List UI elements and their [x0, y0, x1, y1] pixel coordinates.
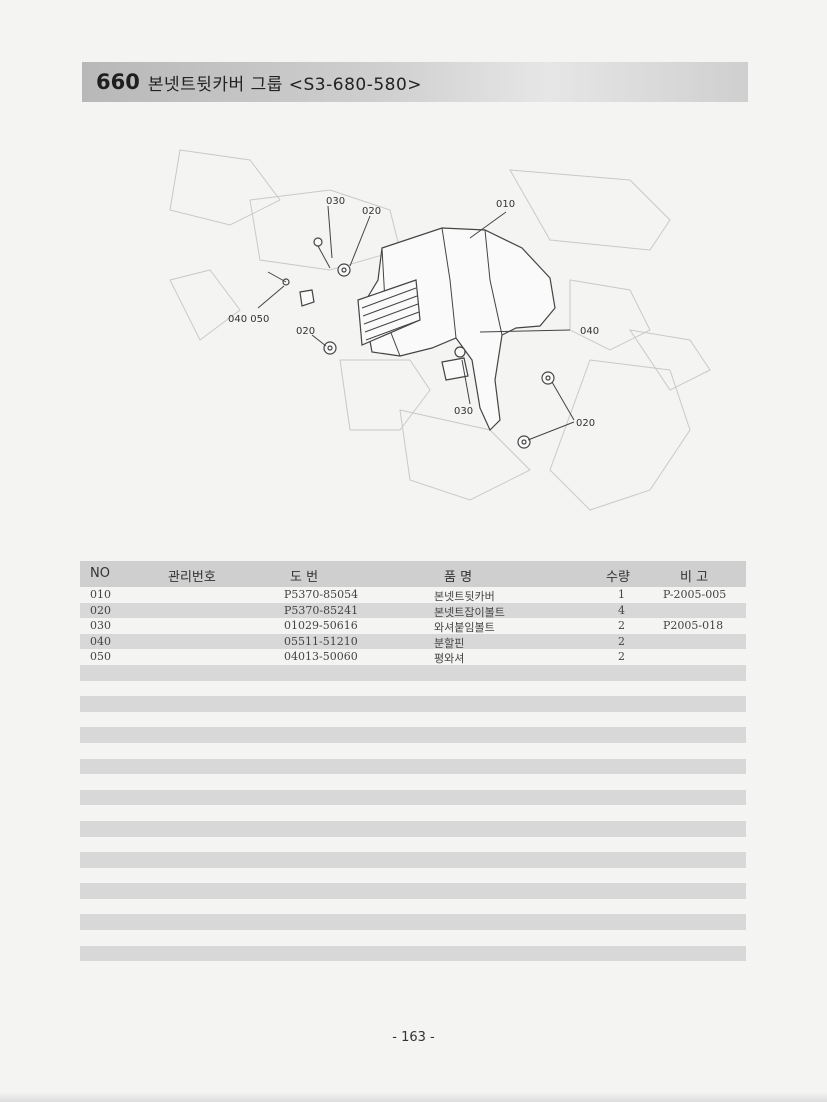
cell-note: P-2005-005: [663, 588, 727, 601]
header-part-name: 품 명: [444, 570, 473, 585]
empty-table-row: [80, 696, 746, 712]
cell-drawing-no: P5370-85054: [284, 588, 359, 601]
empty-table-row: [80, 758, 746, 775]
cell-no: 020: [90, 603, 111, 617]
cell-qty: 2: [618, 650, 625, 664]
empty-table-row: [80, 945, 746, 962]
cell-no: 050: [90, 650, 111, 664]
cell-drawing-no: 04013-50060: [284, 650, 358, 664]
header-note: 비 고: [680, 570, 709, 585]
vent-grille: [357, 279, 421, 346]
callout-020-right: 020: [576, 418, 595, 429]
header-mgmt-no: 관리번호: [168, 570, 216, 585]
empty-table-row: [80, 914, 746, 931]
cell-qty: 4: [618, 603, 625, 617]
callout-020-top: 020: [362, 206, 381, 217]
cell-drawing-no: P5370-85241: [284, 603, 359, 617]
header-drawing-no: 도 번: [290, 570, 319, 585]
ghost-assembly-outline: [169, 149, 711, 511]
empty-table-rows: [80, 664, 746, 977]
empty-table-row: [80, 789, 746, 806]
section-title-bar: 660 본넷트뒷카버 그룹 <S3-680-580>: [82, 62, 748, 102]
callout-030-bottom: 030: [454, 406, 473, 417]
cell-drawing-no: 05511-51210: [284, 634, 358, 648]
cell-qty: 1: [618, 588, 625, 601]
page-number: - 163 -: [392, 1030, 435, 1045]
group-title: 본넷트뒷카버 그룹 <S3-680-580>: [147, 74, 423, 95]
callout-030-top: 030: [326, 196, 345, 207]
cell-part-name: 와셔붙임볼트: [434, 621, 495, 635]
table-header: NO 관리번호 도 번 품 명 수량 비 고: [80, 561, 746, 587]
leader-lines: [257, 205, 575, 441]
empty-table-row: [80, 852, 746, 868]
empty-table-row: [80, 930, 746, 946]
cell-qty: 2: [618, 619, 625, 633]
empty-table-row: [80, 899, 746, 915]
callout-labels: 030 020 010 040 050 020 040 030 020: [228, 196, 599, 429]
group-number: 660: [96, 70, 140, 94]
cell-no: 030: [90, 619, 111, 633]
callout-040-right: 040: [580, 326, 599, 337]
cell-part-name: 본넷트잡이볼트: [434, 605, 505, 619]
table-row: 030 01029-50616 와셔붙임볼트 2 P2005-018: [80, 618, 746, 634]
table-row: 010 P5370-85054 본넷트뒷카버 1 P-2005-005: [80, 587, 746, 603]
cell-drawing-no: 01029-50616: [284, 619, 358, 633]
empty-table-row: [80, 820, 746, 837]
parts-table: NO 관리번호 도 번 품 명 수량 비 고 010 P5370-85054 본…: [80, 561, 746, 977]
empty-table-row: [80, 868, 746, 884]
empty-table-row: [80, 727, 746, 743]
empty-table-row: [80, 837, 746, 853]
cell-qty: 2: [618, 634, 625, 648]
empty-table-row: [80, 681, 746, 697]
rear-cover-part: [357, 227, 556, 432]
page-bottom-edge: [0, 1092, 827, 1102]
empty-table-row: [80, 805, 746, 821]
callout-020-left: 020: [296, 326, 315, 337]
fasteners: [267, 237, 555, 449]
table-row: 020 P5370-85241 본넷트잡이볼트 4: [80, 602, 746, 619]
cell-part-name: 평와셔: [434, 652, 465, 666]
cell-part-name: 본넷트뒷카버: [434, 590, 495, 603]
empty-table-row: [80, 664, 746, 681]
header-qty: 수량: [606, 570, 630, 585]
empty-table-row: [80, 883, 746, 899]
table-row: 040 05511-51210 분할핀 2: [80, 633, 746, 650]
cell-no: 010: [90, 588, 111, 601]
table-body: 010 P5370-85054 본넷트뒷카버 1 P-2005-005 020 …: [80, 587, 746, 665]
cell-part-name: 분할핀: [434, 636, 465, 650]
empty-table-row: [80, 743, 746, 759]
callout-010: 010: [496, 199, 515, 210]
header-no: NO: [90, 566, 110, 581]
empty-table-row: [80, 961, 746, 977]
exploded-parts-diagram: 030 020 010 040 050 020 040 030 020: [169, 149, 711, 511]
table-row: 050 04013-50060 평와셔 2: [80, 649, 746, 665]
empty-table-row: [80, 712, 746, 728]
callout-040-050: 040 050: [228, 314, 269, 325]
cell-note: P2005-018: [663, 619, 724, 633]
empty-table-row: [80, 774, 746, 790]
cell-no: 040: [90, 634, 111, 648]
